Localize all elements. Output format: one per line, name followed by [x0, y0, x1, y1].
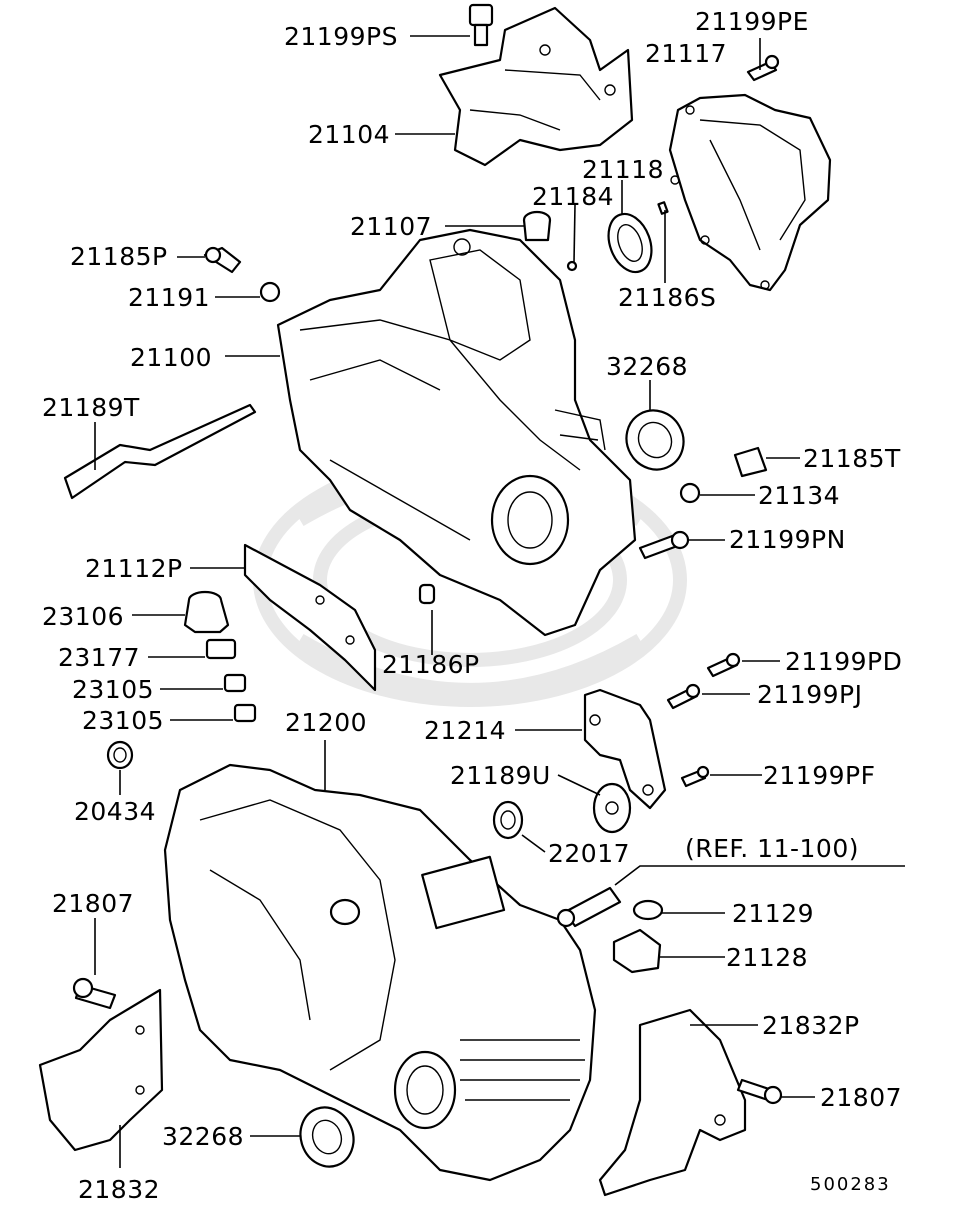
bracket-21832 — [38, 988, 164, 1152]
label-21134: 21134 — [758, 481, 840, 510]
label-21100: 21100 — [130, 343, 212, 372]
bolt-21199PF — [680, 765, 710, 788]
label-21112P: 21112P — [85, 554, 183, 583]
part-labels: 21199PS 21199PE 21117 21104 21118 21184 … — [42, 7, 902, 1204]
label-32268-bottom: 32268 — [162, 1122, 244, 1151]
label-21185T: 21185T — [803, 444, 901, 473]
switch-ref — [556, 886, 622, 928]
label-32268-top: 32268 — [606, 352, 688, 381]
label-20434: 20434 — [74, 797, 156, 826]
boot-23106 — [183, 590, 230, 634]
bolt-21184 — [566, 260, 578, 272]
label-23105-a: 23105 — [72, 675, 154, 704]
pin-21186P — [418, 583, 436, 605]
pin-21186S — [657, 201, 669, 215]
label-21191: 21191 — [128, 283, 210, 312]
seal-32268-bottom — [299, 1106, 355, 1168]
plug-21185P — [203, 246, 242, 274]
bolt-21807-left — [72, 977, 117, 1010]
plug-21107 — [522, 210, 552, 242]
gasket-21134 — [679, 482, 701, 504]
label-21118: 21118 — [582, 155, 664, 184]
label-21107: 21107 — [350, 212, 432, 241]
bracket-21214 — [583, 688, 667, 810]
bolt-21807-right — [736, 1078, 783, 1105]
cover-21117 — [668, 93, 832, 292]
label-21199PD: 21199PD — [785, 647, 902, 676]
label-21104: 21104 — [308, 120, 390, 149]
label-21185P: 21185P — [70, 242, 168, 271]
label-23106: 23106 — [42, 602, 124, 631]
bushing-23177 — [205, 638, 237, 660]
label-21129: 21129 — [732, 899, 814, 928]
label-21807-left: 21807 — [52, 889, 134, 918]
label-21214: 21214 — [424, 716, 506, 745]
seal-21118 — [607, 212, 653, 274]
bolt-21199PJ — [666, 683, 701, 710]
label-ref-11-100: (REF. 11-100) — [685, 834, 859, 863]
plate-21189U — [592, 782, 632, 834]
label-21189U: 21189U — [450, 761, 551, 790]
cap-21129 — [632, 899, 664, 921]
label-23105-b: 23105 — [82, 706, 164, 735]
label-21199PF: 21199PF — [763, 761, 875, 790]
bushing-23105-a — [223, 673, 247, 693]
case-21100 — [276, 228, 637, 637]
label-21186S: 21186S — [618, 283, 716, 312]
seal-22017 — [492, 800, 524, 840]
bolt-21199PN — [638, 530, 690, 560]
clip-21128 — [612, 928, 662, 974]
bolt-21199PS — [468, 3, 494, 47]
shield-21189T — [63, 403, 257, 500]
label-21199PN: 21199PN — [729, 525, 846, 554]
diagram-id: 500283 — [810, 1174, 891, 1195]
gasket-21191 — [259, 281, 281, 303]
housing-21200 — [163, 763, 597, 1182]
label-21186P: 21186P — [382, 650, 480, 679]
bolt-21199PD — [706, 652, 741, 678]
label-21128: 21128 — [726, 943, 808, 972]
label-21184: 21184 — [532, 182, 614, 211]
label-21832P: 21832P — [762, 1011, 860, 1040]
label-21199PJ: 21199PJ — [757, 680, 862, 709]
plug-21185T — [733, 446, 768, 478]
seal-20434 — [106, 740, 134, 770]
seal-32268-top — [625, 409, 685, 471]
label-21807-right: 21807 — [820, 1083, 902, 1112]
bolt-21199PE — [746, 54, 780, 82]
plate-21112P — [243, 543, 377, 692]
bracket-21832P — [598, 1008, 747, 1197]
label-21200: 21200 — [285, 708, 367, 737]
label-23177: 23177 — [58, 643, 140, 672]
label-22017: 22017 — [548, 839, 630, 868]
label-21199PE: 21199PE — [695, 7, 809, 36]
label-21199PS: 21199PS — [284, 22, 398, 51]
bushing-23105-b — [233, 703, 257, 723]
label-21832: 21832 — [78, 1175, 160, 1204]
bracket-21104 — [438, 6, 634, 167]
label-21117: 21117 — [645, 39, 727, 68]
leader-lines — [94, 35, 905, 1168]
label-21189T: 21189T — [42, 393, 140, 422]
